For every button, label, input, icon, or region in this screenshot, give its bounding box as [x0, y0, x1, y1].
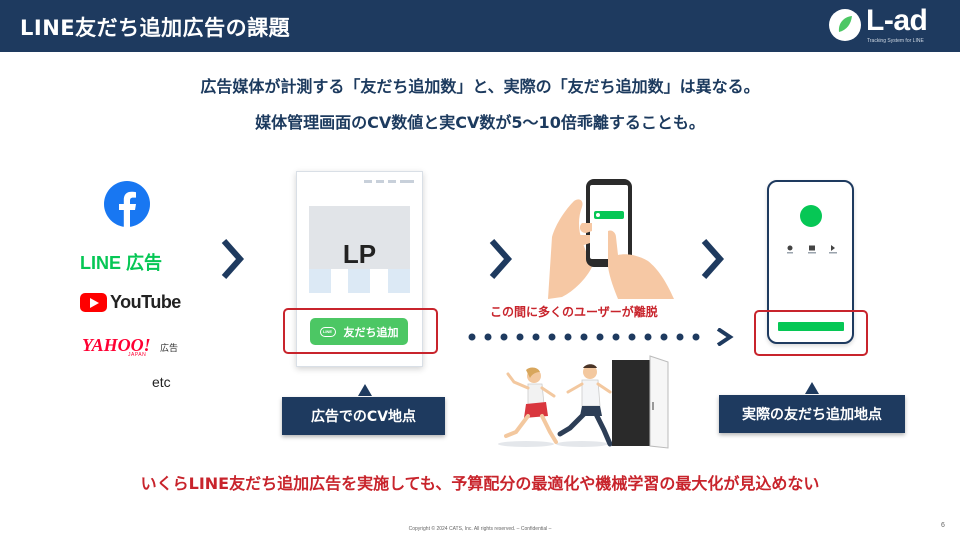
ad-cv-caption: 広告でのCV地点: [282, 397, 445, 435]
chevron-right-icon: [221, 239, 245, 279]
add-friend-button[interactable]: LINE 友だち追加: [310, 318, 408, 345]
youtube-logo: YouTube: [80, 291, 181, 313]
line-ads-logo: LINE 広告: [80, 253, 163, 273]
conclusion-message: いくらLINE友だち追加広告を実施しても、予算配分の最適化や機械学習の最大化が見…: [140, 474, 820, 493]
door-icon: [612, 360, 650, 446]
yahoo-japan-label: JAPAN: [128, 352, 147, 358]
ad-cv-highlight: [283, 308, 438, 354]
logo-tagline: Tracking System for LINE: [867, 38, 924, 44]
lead-line-1: 広告媒体が計測する「友だち追加数」と、実際の「友だち追加数」は異なる。: [200, 77, 760, 96]
phone-add-friend-bar[interactable]: [778, 322, 844, 331]
dotted-arrow: [468, 328, 734, 346]
media-etc: etc: [152, 374, 171, 390]
header-bar: LINE友だち追加広告の課題 L-ad Tracking System for …: [0, 0, 960, 52]
hand-phone-icon: [548, 179, 674, 299]
lp-tile: [309, 269, 331, 293]
youtube-wordmark: YouTube: [110, 291, 181, 312]
landing-page-mock: LP: [296, 171, 423, 367]
caption-pointer: [358, 384, 372, 396]
lp-hero-image: [309, 206, 410, 269]
add-friend-label: 友だち追加: [343, 325, 399, 339]
lp-label: LP: [342, 239, 377, 269]
real-cv-highlight: [754, 310, 868, 356]
facebook-icon: [104, 181, 150, 227]
line-profile-avatar: [800, 205, 822, 227]
youtube-play-icon: [80, 292, 107, 312]
line-logo-icon: LINE: [319, 326, 336, 337]
page-title: LINE友だち追加広告の課題: [20, 16, 291, 40]
copyright-footer: Copyright © 2024 CATS, Inc. All rights r…: [408, 526, 552, 532]
caption-pointer: [805, 382, 819, 394]
lad-logo: L-ad Tracking System for LINE: [826, 4, 952, 46]
logo-wordmark: L-ad: [866, 4, 928, 37]
yahoo-ad-label: 広告: [160, 344, 179, 354]
profile-action-icons: [787, 245, 837, 254]
churn-message: この間に多くのユーザーが離脱: [490, 305, 658, 319]
lad-leaf-icon: [829, 9, 861, 41]
real-cv-caption: 実際の友だち追加地点: [719, 395, 905, 433]
running-people-icon: [498, 355, 669, 449]
lp-tile: [348, 269, 370, 293]
chevron-right-icon: [489, 239, 513, 279]
yahoo-logo: YAHOO!: [82, 335, 151, 355]
chevron-right-icon: [701, 239, 725, 279]
lead-line-2: 媒体管理画面のCV数値と実CV数が5〜10倍乖離することも。: [255, 113, 705, 132]
lp-tile: [388, 269, 410, 293]
lp-nav-lines: [364, 180, 414, 183]
page-number: 6: [941, 522, 945, 529]
